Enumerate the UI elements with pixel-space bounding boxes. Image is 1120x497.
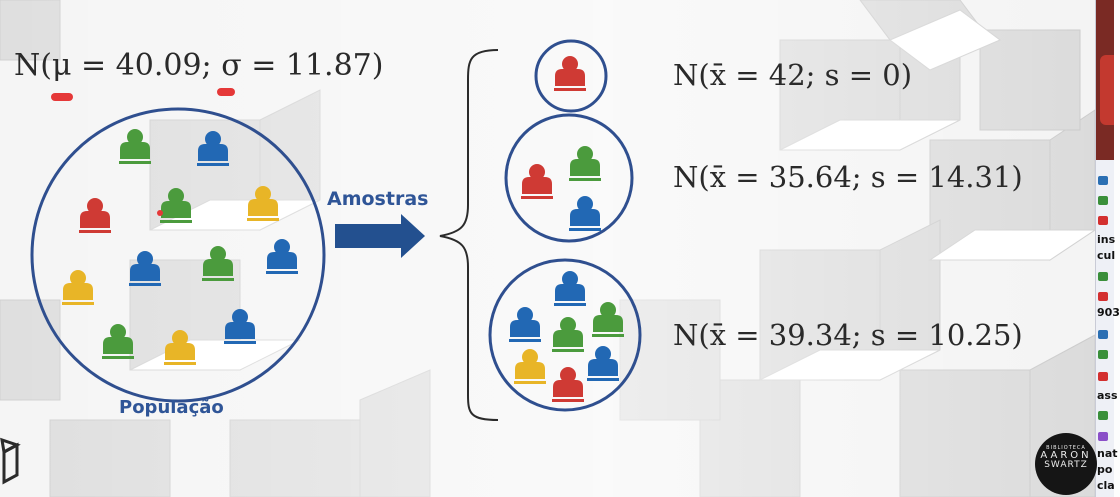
- person-icon: [569, 146, 601, 181]
- emote-icon: [1098, 350, 1108, 359]
- sample-formula: N(x̄ = 42; s = 0): [673, 58, 913, 92]
- population-formula: N(μ = 40.09; σ = 11.87): [14, 48, 384, 83]
- person-icon: [554, 56, 586, 91]
- sample-formula: N(x̄ = 35.64; s = 14.31): [673, 160, 1023, 194]
- person-icon: [119, 129, 151, 164]
- emote-icon: [1098, 176, 1108, 185]
- sample-circle: [504, 113, 634, 243]
- sample-circle: [534, 39, 608, 113]
- person-icon: [160, 188, 192, 223]
- sample-circle: [488, 258, 642, 412]
- emote-icon: [1098, 196, 1108, 205]
- arrow-shaft: [335, 224, 403, 248]
- youtube-icon: [1098, 372, 1108, 381]
- person-icon: [62, 270, 94, 305]
- mu-highlight: [51, 93, 73, 101]
- person-icon: [587, 346, 619, 381]
- person-icon: [569, 196, 601, 231]
- red-dot-marker: [157, 210, 163, 216]
- chat-fragment: ass: [1097, 389, 1118, 402]
- emote-icon: [1098, 272, 1108, 281]
- person-icon: [197, 131, 229, 166]
- sample-brace: [439, 49, 499, 421]
- person-icon: [592, 302, 624, 337]
- chat-fragment: cla: [1097, 479, 1115, 492]
- chat-sidebar: ins cul 903 ass nat po cla: [1095, 0, 1120, 497]
- chat-fragment: cul: [1097, 249, 1116, 262]
- population-circle: [30, 107, 326, 403]
- logo-line: AARON: [1040, 450, 1092, 461]
- person-icon: [521, 164, 553, 199]
- person-icon: [509, 307, 541, 342]
- emote-icon: [1098, 411, 1108, 420]
- arrow-label: Amostras: [327, 188, 429, 210]
- person-icon: [552, 317, 584, 352]
- chat-fragment: ins: [1097, 233, 1116, 246]
- chat-fragment: po: [1097, 463, 1113, 476]
- person-icon: [164, 330, 196, 365]
- channel-logo: BIBLIOTECA AARON SWARTZ: [1035, 433, 1097, 495]
- youtube-icon: [1098, 216, 1108, 225]
- logo-line: SWARTZ: [1044, 460, 1088, 470]
- person-icon: [552, 367, 584, 402]
- webcam-video: [1096, 0, 1114, 160]
- chat-fragment: 903: [1097, 306, 1120, 319]
- youtube-icon: [1098, 292, 1108, 301]
- emote-icon: [1098, 432, 1108, 441]
- sample-formula: N(x̄ = 39.34; s = 10.25): [673, 318, 1023, 352]
- person-icon: [129, 251, 161, 286]
- person-icon: [79, 198, 111, 233]
- sigma-highlight: [217, 88, 235, 96]
- person-icon: [102, 324, 134, 359]
- person-icon: [202, 246, 234, 281]
- logo-line: BIBLIOTECA: [1046, 445, 1086, 451]
- chat-fragment: nat: [1097, 447, 1118, 460]
- person-icon: [266, 239, 298, 274]
- arrow-head: [401, 214, 425, 258]
- person-icon: [514, 349, 546, 384]
- population-label: População: [119, 397, 224, 418]
- person-icon: [247, 186, 279, 221]
- person-icon: [554, 271, 586, 306]
- person-icon: [224, 309, 256, 344]
- emote-icon: [1098, 330, 1108, 339]
